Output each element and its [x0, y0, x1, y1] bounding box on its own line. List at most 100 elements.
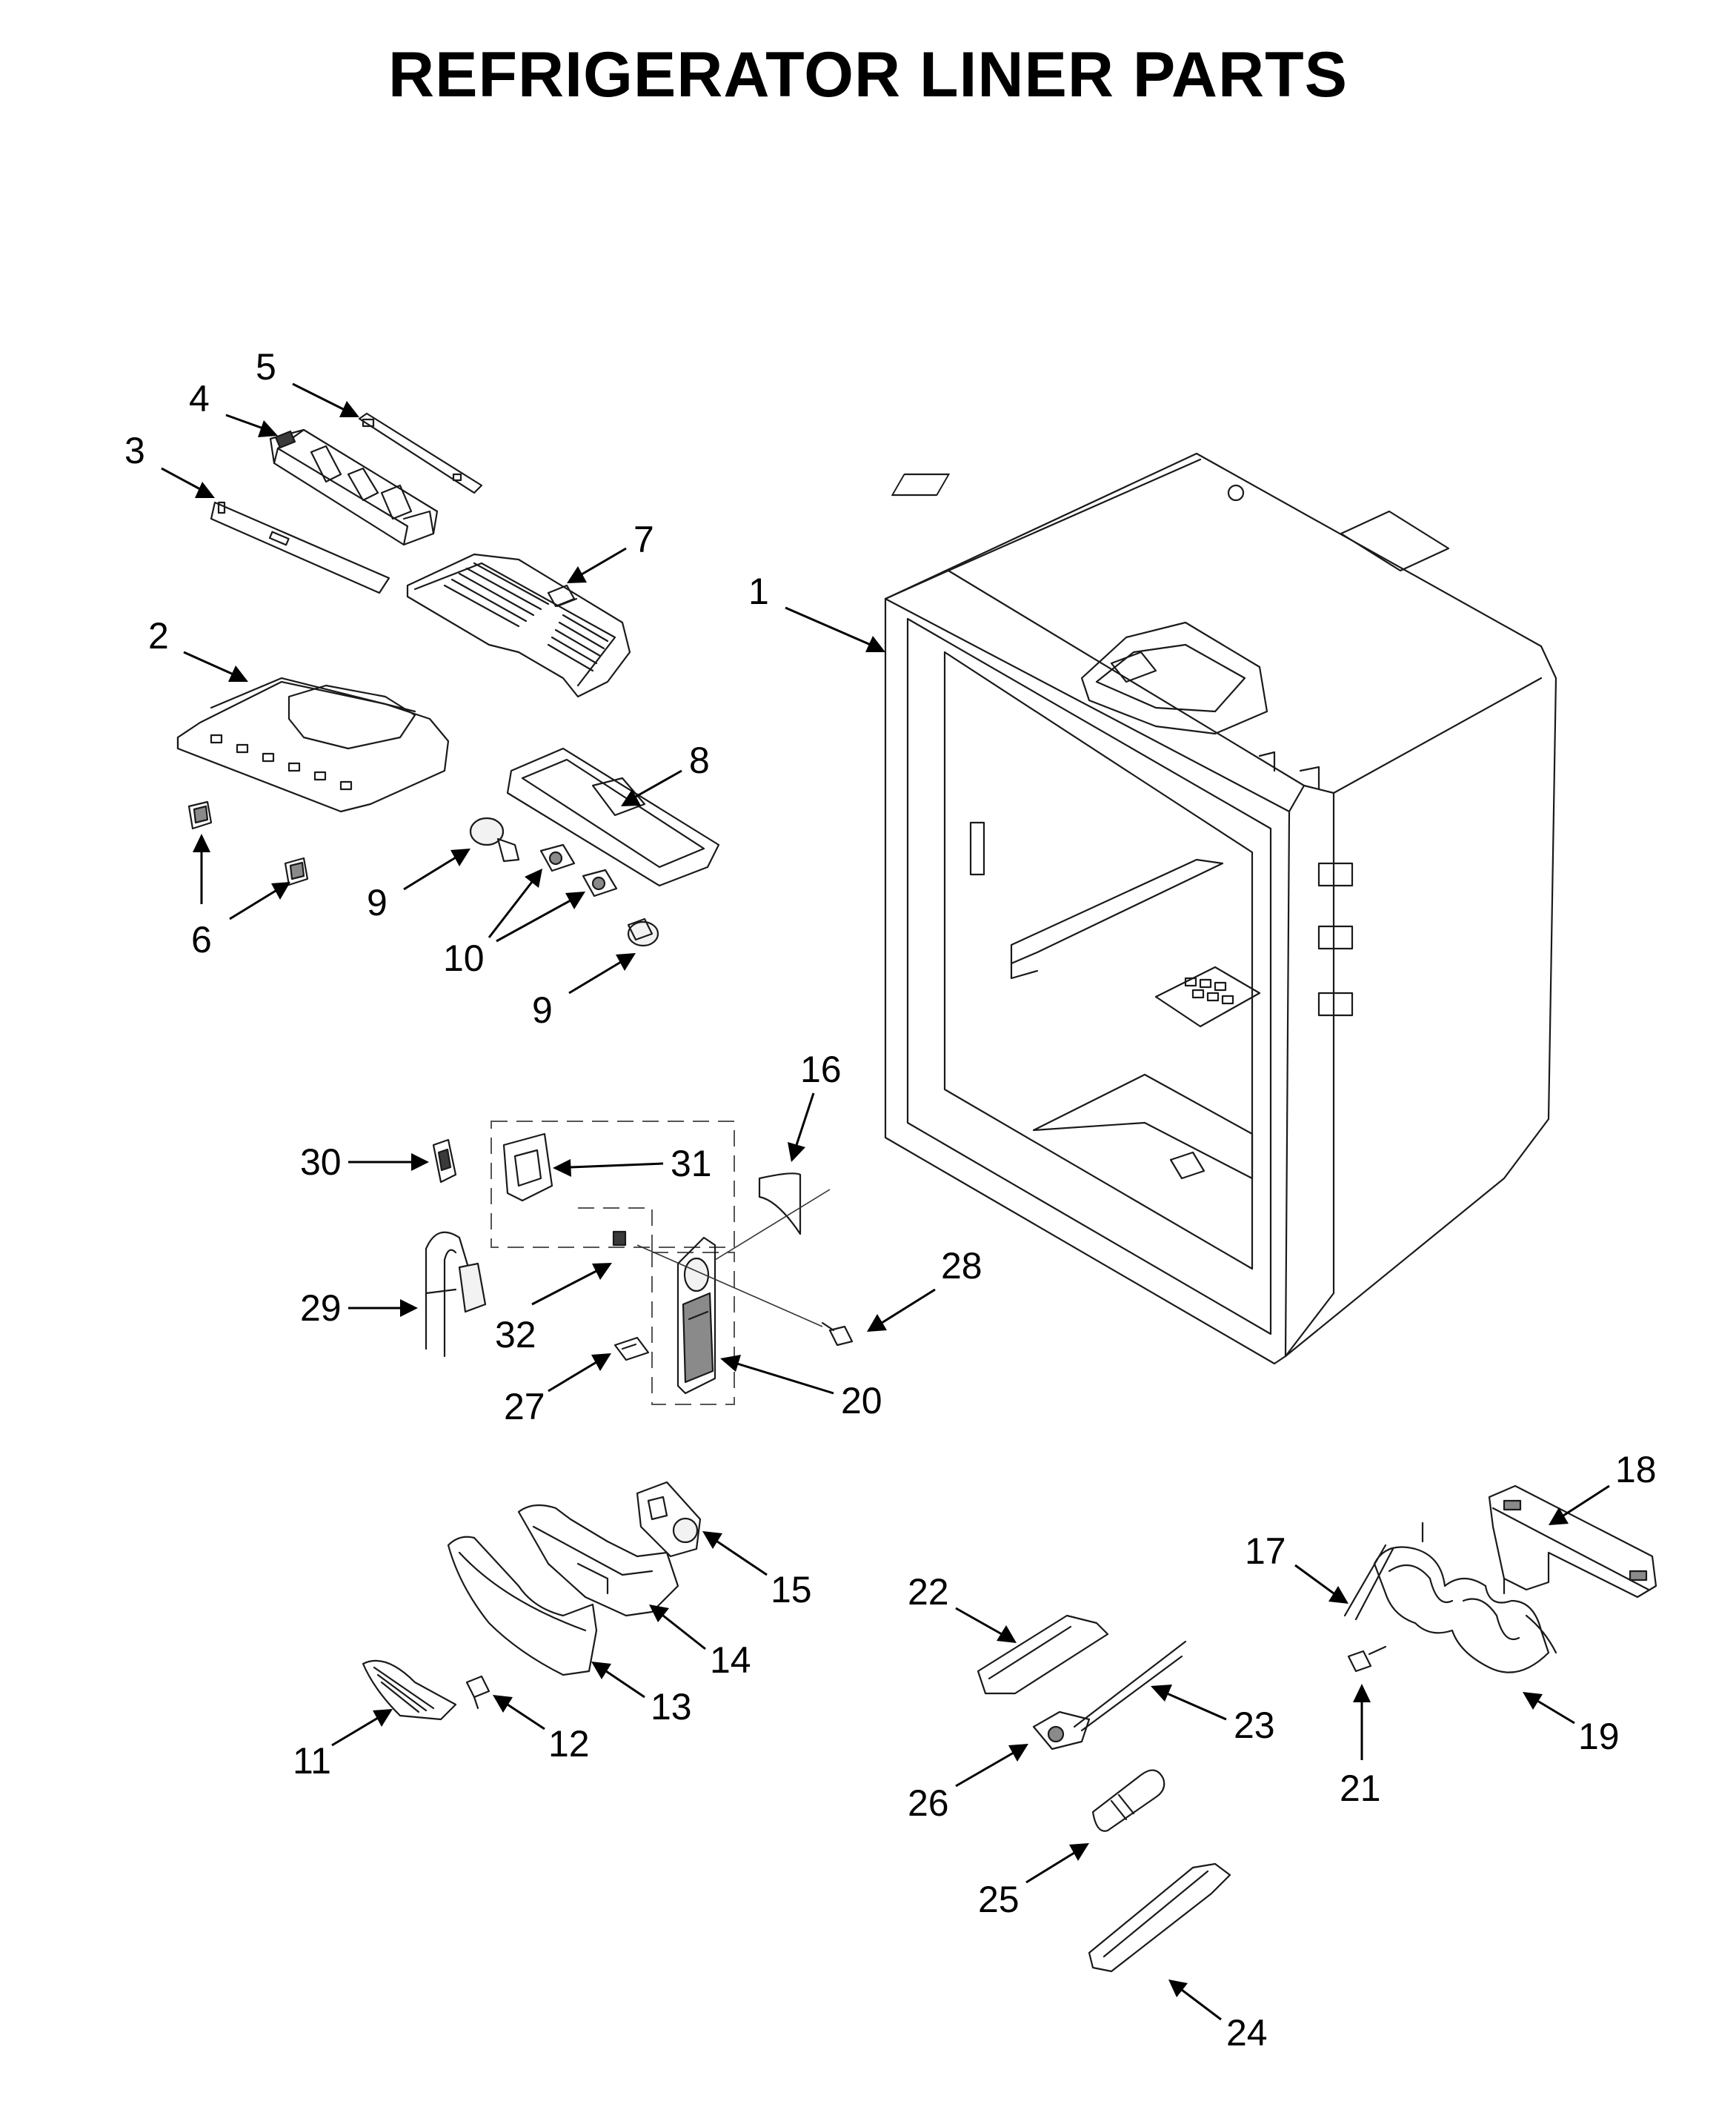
- callout-28: 28: [867, 1245, 982, 1332]
- callout-18: 18: [1549, 1449, 1657, 1525]
- callout-32: 32: [495, 1263, 612, 1355]
- part-14-dispenser-cover: [517, 1504, 679, 1617]
- callout-7: 7: [567, 519, 654, 583]
- callout-29: 29: [300, 1287, 418, 1329]
- callout-11: 11: [293, 1709, 393, 1782]
- dashed-group-box: [490, 1121, 735, 1248]
- callout-2: 2: [148, 615, 248, 682]
- dashed-group-line: [578, 1207, 653, 1252]
- svg-text:23: 23: [1234, 1705, 1275, 1746]
- callout-4: 4: [189, 378, 278, 437]
- svg-text:9: 9: [367, 882, 388, 923]
- callout-22: 22: [908, 1571, 1017, 1643]
- svg-text:29: 29: [300, 1287, 342, 1329]
- callout-27: 27: [504, 1353, 611, 1427]
- part-9-light-bulbs: [469, 817, 659, 947]
- svg-text:6: 6: [191, 919, 212, 960]
- part-29-water-tube: [425, 1231, 487, 1358]
- part-21-screw: [1347, 1645, 1387, 1673]
- part-16-gasket: [758, 1172, 802, 1235]
- svg-text:9: 9: [532, 989, 553, 1031]
- svg-text:15: 15: [771, 1569, 812, 1610]
- part-32-clip: [612, 1230, 627, 1247]
- callout-30: 30: [300, 1141, 429, 1183]
- callout-23: 23: [1151, 1685, 1275, 1746]
- part-23-heater-wire: [1073, 1640, 1187, 1732]
- svg-text:20: 20: [841, 1380, 882, 1421]
- part-20-dispenser-housing: [676, 1236, 716, 1395]
- svg-text:26: 26: [908, 1782, 949, 1824]
- part-25-fitting: [1091, 1769, 1165, 1832]
- svg-text:4: 4: [189, 378, 210, 419]
- callout-13: 13: [591, 1662, 692, 1728]
- diagram-title: REFRIGERATOR LINER PARTS: [388, 39, 1348, 110]
- svg-text:13: 13: [651, 1686, 692, 1728]
- part-4-control-housing: [269, 428, 439, 546]
- part-31-bracket: [502, 1132, 553, 1202]
- svg-text:11: 11: [293, 1740, 331, 1782]
- part-8-lamp-housing: [506, 747, 720, 887]
- svg-text:19: 19: [1578, 1716, 1620, 1757]
- svg-text:18: 18: [1615, 1449, 1657, 1490]
- part-7-air-duct-cover: [406, 553, 631, 698]
- callout-12: 12: [493, 1695, 590, 1765]
- svg-text:7: 7: [633, 519, 654, 560]
- callout-5: 5: [256, 346, 359, 417]
- svg-text:10: 10: [443, 937, 485, 979]
- part-3-trim-strip: [210, 501, 390, 594]
- callout-14: 14: [649, 1604, 751, 1681]
- part-13-dispenser-bezel: [447, 1536, 598, 1676]
- svg-text:30: 30: [300, 1141, 342, 1183]
- svg-text:24: 24: [1226, 2012, 1268, 2054]
- svg-text:3: 3: [124, 430, 145, 471]
- callout-16: 16: [788, 1049, 842, 1162]
- svg-text:28: 28: [941, 1245, 982, 1287]
- svg-text:5: 5: [256, 346, 276, 388]
- part-24-bracket: [1088, 1862, 1231, 1973]
- part-27-clip: [613, 1336, 650, 1361]
- callout-26: 26: [908, 1744, 1028, 1824]
- callout-9b: 9: [532, 953, 636, 1031]
- callout-6: 6: [191, 834, 290, 960]
- svg-text:12: 12: [548, 1723, 590, 1765]
- part-19-heater: [1373, 1521, 1557, 1673]
- callout-24: 24: [1168, 1979, 1268, 2054]
- part-28-screw: [821, 1321, 854, 1347]
- callout-9a: 9: [367, 849, 470, 923]
- callout-3: 3: [124, 430, 215, 498]
- callout-25: 25: [978, 1843, 1089, 1920]
- svg-text:22: 22: [908, 1571, 949, 1613]
- callout-21: 21: [1340, 1684, 1381, 1809]
- svg-text:32: 32: [495, 1314, 536, 1355]
- svg-text:31: 31: [671, 1143, 712, 1184]
- callout-19: 19: [1523, 1692, 1620, 1757]
- part-5-bracket: [358, 412, 483, 494]
- svg-text:1: 1: [748, 571, 769, 612]
- svg-text:2: 2: [148, 615, 169, 657]
- part-6-switches: [187, 800, 309, 886]
- svg-text:8: 8: [689, 740, 710, 781]
- svg-text:27: 27: [504, 1386, 545, 1427]
- part-12-screw: [465, 1675, 490, 1710]
- callout-1: 1: [748, 571, 885, 652]
- callout-8: 8: [621, 740, 710, 806]
- callout-17: 17: [1245, 1530, 1348, 1604]
- callout-15: 15: [702, 1531, 812, 1610]
- svg-text:21: 21: [1340, 1768, 1381, 1809]
- callout-10: 10: [443, 869, 585, 979]
- part-11-trim: [362, 1659, 457, 1721]
- svg-text:16: 16: [800, 1049, 842, 1090]
- part-18-housing: [1488, 1484, 1657, 1599]
- part-1-liner: [884, 452, 1557, 1365]
- part-2-light-housing: [176, 677, 450, 813]
- part-17-drain-tube: [1343, 1544, 1394, 1621]
- part-22-bracket: [977, 1614, 1109, 1695]
- part-26-thermostat: [1032, 1710, 1091, 1750]
- callout-20: 20: [720, 1355, 882, 1421]
- callout-31: 31: [553, 1143, 712, 1184]
- part-28-leader-link: [636, 1244, 823, 1327]
- part-10-lamp-sockets: [539, 843, 618, 897]
- dashed-group-box-lower: [651, 1252, 735, 1405]
